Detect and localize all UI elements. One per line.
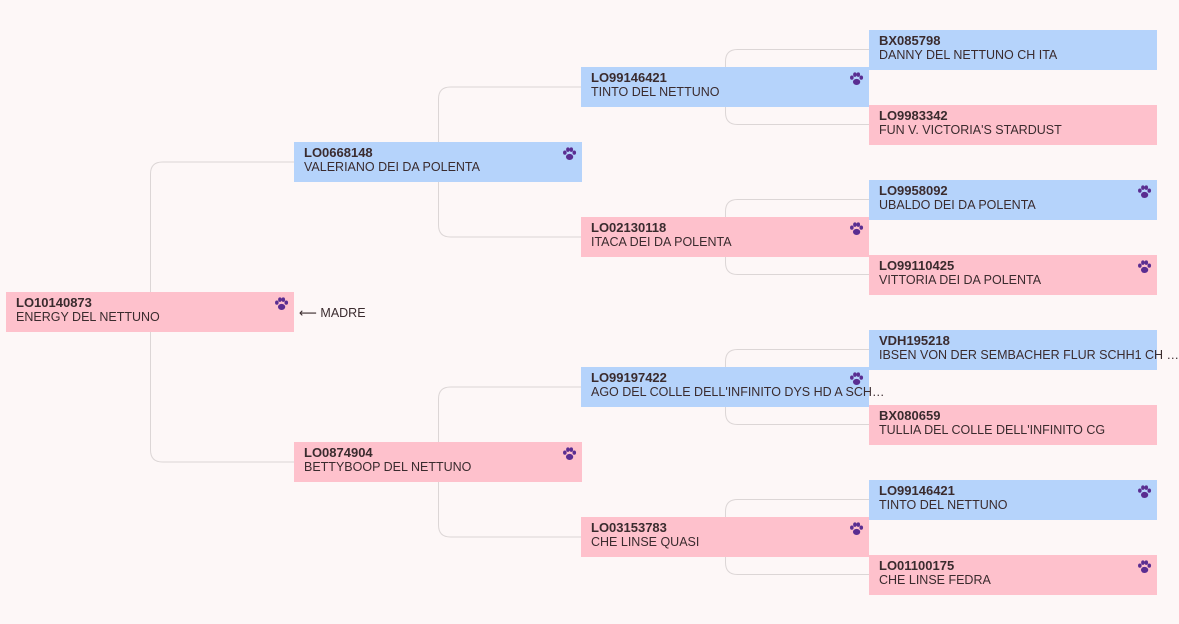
dog-name: UBALDO DEI DA POLENTA <box>879 198 1036 212</box>
dog-registration-code: LO99146421 <box>591 70 667 85</box>
connector-line <box>725 257 869 275</box>
dog-name: ENERGY DEL NETTUNO <box>16 310 160 324</box>
subject-role-text: MADRE <box>320 306 366 320</box>
dog-registration-code: LO02130118 <box>591 220 667 235</box>
connector-line <box>438 482 581 538</box>
paw-icon[interactable] <box>562 447 577 461</box>
paw-icon[interactable] <box>849 372 864 386</box>
connector-line <box>725 407 869 425</box>
dog-name: TULLIA DEL COLLE DELL'INFINITO CG <box>879 423 1106 437</box>
dog-name: AGO DEL COLLE DELL'INFINITO DYS HD A SCH… <box>591 385 885 399</box>
dog-registration-code: BX085798 <box>879 33 941 48</box>
paw-icon[interactable] <box>849 222 864 236</box>
dog-name: BETTYBOOP DEL NETTUNO <box>304 460 472 474</box>
connector-line <box>725 499 869 517</box>
dog-registration-code: LO03153783 <box>591 520 667 535</box>
dog-registration-code: LO9958092 <box>879 183 948 198</box>
dog-registration-code: LO0874904 <box>304 445 373 460</box>
dog-name: CHE LINSE FEDRA <box>879 573 991 587</box>
dog-name: CHE LINSE QUASI <box>591 535 700 549</box>
dog-registration-code: LO99146421 <box>879 483 955 498</box>
paw-icon[interactable] <box>562 147 577 161</box>
connector-line <box>438 86 581 142</box>
subject-role-label: ⟵ MADRE <box>299 305 366 320</box>
paw-icon[interactable] <box>1137 560 1152 574</box>
connector-line <box>725 107 869 125</box>
connector-line <box>725 49 869 67</box>
paw-icon[interactable] <box>1137 260 1152 274</box>
arrow-left-icon: ⟵ <box>299 306 317 320</box>
dog-registration-code: LO99110425 <box>879 258 955 273</box>
dog-registration-code: LO10140873 <box>16 295 92 310</box>
paw-icon[interactable] <box>1137 185 1152 199</box>
dog-name: VITTORIA DEI DA POLENTA <box>879 273 1042 287</box>
paw-icon[interactable] <box>1137 485 1152 499</box>
dog-name: TINTO DEL NETTUNO <box>591 85 720 99</box>
connector-line <box>725 199 869 217</box>
dog-registration-code: VDH195218 <box>879 333 950 348</box>
connector-line <box>438 386 581 442</box>
paw-icon[interactable] <box>849 72 864 86</box>
connector-line <box>438 182 581 238</box>
dog-name: TINTO DEL NETTUNO <box>879 498 1008 512</box>
dog-registration-code: LO99197422 <box>591 370 667 385</box>
connector-line <box>725 349 869 367</box>
paw-icon[interactable] <box>849 522 864 536</box>
dog-name: IBSEN VON DER SEMBACHER FLUR SCHH1 CH … <box>879 348 1179 362</box>
connector-line <box>150 161 294 292</box>
dog-name: ITACA DEI DA POLENTA <box>591 235 732 249</box>
connector-line <box>150 332 294 463</box>
dog-name: DANNY DEL NETTUNO CH ITA <box>879 48 1058 62</box>
connector-line <box>725 557 869 575</box>
dog-registration-code: LO01100175 <box>879 558 955 573</box>
dog-name: VALERIANO DEI DA POLENTA <box>304 160 480 174</box>
dog-name: FUN V. VICTORIA'S STARDUST <box>879 123 1062 137</box>
dog-registration-code: LO9983342 <box>879 108 948 123</box>
dog-registration-code: BX080659 <box>879 408 941 423</box>
paw-icon[interactable] <box>274 297 289 311</box>
dog-registration-code: LO0668148 <box>304 145 373 160</box>
